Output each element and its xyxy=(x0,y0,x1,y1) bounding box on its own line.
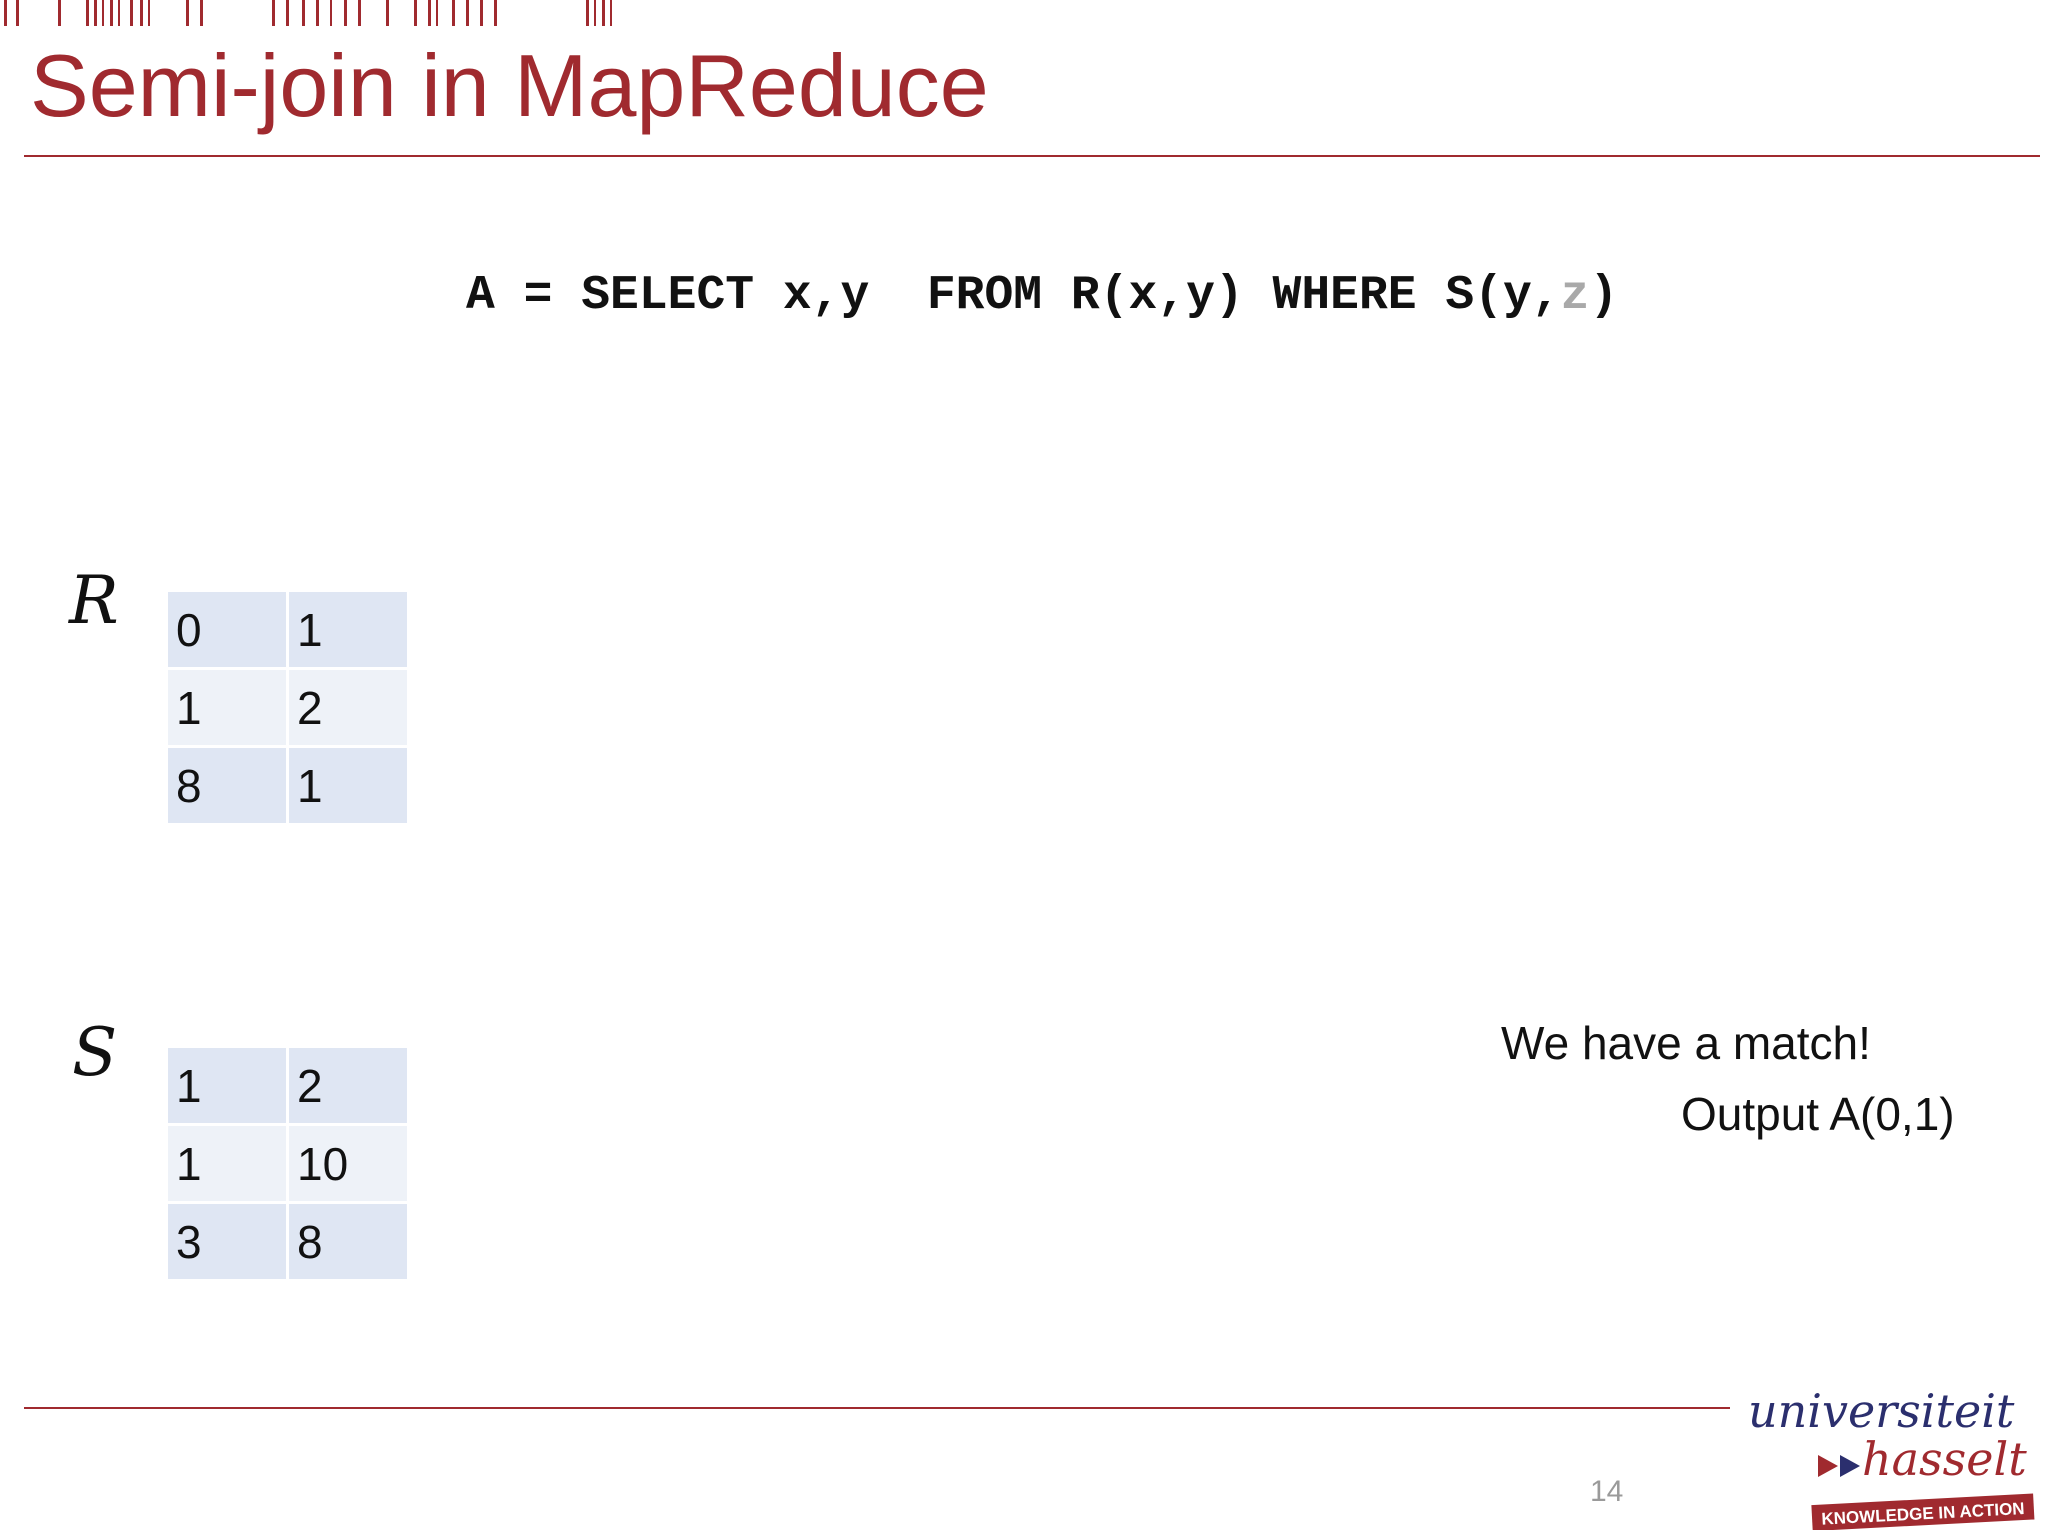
table-row: 1 10 xyxy=(168,1126,407,1201)
slide-title: Semi-join in MapReduce xyxy=(30,36,989,135)
sql-query: A = SELECT x,y FROM R(x,y) WHERE S(y,z) xyxy=(466,272,1618,320)
table-cell: 2 xyxy=(289,670,407,745)
page-number: 14 xyxy=(1590,1475,1624,1508)
query-faded-variable: z xyxy=(1560,269,1590,323)
table-row: 0 1 xyxy=(168,592,407,667)
table-cell: 10 xyxy=(289,1126,407,1201)
query-main: A = SELECT x,y FROM R(x,y) WHERE S(y, xyxy=(466,269,1561,323)
table-cell: 1 xyxy=(289,748,407,823)
relation-s-label: S xyxy=(72,1014,118,1091)
table-row: 1 2 xyxy=(168,670,407,745)
relation-s-table: 1 2 1 10 3 8 xyxy=(165,1045,410,1282)
table-cell: 3 xyxy=(168,1204,286,1279)
query-close: ) xyxy=(1589,269,1619,323)
table-row: 8 1 xyxy=(168,748,407,823)
table-cell: 0 xyxy=(168,592,286,667)
relation-r-table: 0 1 1 2 8 1 xyxy=(165,589,410,826)
double-arrow-icon xyxy=(1818,1455,1860,1477)
output-message: Output A(0,1) xyxy=(1681,1088,1955,1140)
university-logo: universiteit hasselt KNOWLEDGE IN ACTION xyxy=(1748,1385,2035,1530)
table-cell: 1 xyxy=(289,592,407,667)
match-message: We have a match! xyxy=(1501,1017,1871,1069)
table-cell: 8 xyxy=(289,1204,407,1279)
table-cell: 8 xyxy=(168,748,286,823)
table-cell: 1 xyxy=(168,1126,286,1201)
logo-line-1: universiteit xyxy=(1748,1385,2015,1438)
table-cell: 1 xyxy=(168,1048,286,1123)
logo-line-2: hasselt xyxy=(1862,1432,2027,1486)
table-cell: 1 xyxy=(168,670,286,745)
barcode-strip xyxy=(4,0,612,26)
table-cell: 2 xyxy=(289,1048,407,1123)
table-row: 1 2 xyxy=(168,1048,407,1123)
relation-r-label: R xyxy=(69,562,119,639)
table-row: 3 8 xyxy=(168,1204,407,1279)
title-divider xyxy=(24,155,2040,157)
footer-divider xyxy=(24,1407,1730,1409)
